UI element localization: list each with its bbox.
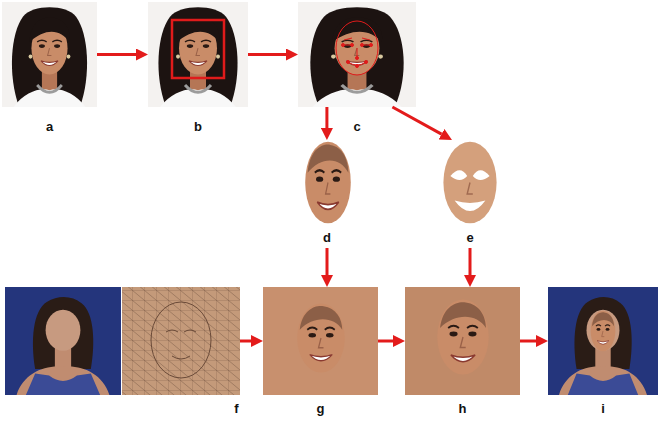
face-panel: e [440, 140, 500, 225]
avatar-render [5, 287, 121, 395]
panel-letter: e [466, 230, 473, 245]
wireframe-mesh [122, 287, 240, 395]
detection-box [172, 20, 224, 78]
portrait-photo [148, 2, 248, 107]
texture-panel: g [263, 287, 378, 395]
portrait-photo [298, 2, 416, 107]
flow-arrow [240, 340, 251, 343]
portrait-photo [2, 2, 97, 107]
avatar-panel: i [548, 287, 658, 395]
photo [2, 2, 416, 107]
panel-letter: h [459, 401, 467, 416]
avatar-panel: f [5, 287, 240, 395]
flow-arrow [325, 107, 328, 128]
mesh-features [166, 330, 196, 359]
photo-panel: a [2, 2, 97, 107]
texture-panel: h [405, 287, 520, 395]
mapped-face [591, 311, 616, 351]
panel-letter: d [323, 230, 331, 245]
face-panel: d [302, 140, 352, 225]
avatar-and-texture [5, 287, 240, 395]
flow-arrow [469, 248, 472, 275]
texture-map [122, 287, 240, 395]
panel-letter: b [194, 119, 202, 134]
face-on-texture [297, 303, 345, 372]
landmark-points [336, 21, 378, 75]
flow-arrow [392, 107, 441, 134]
avatar-render [548, 287, 658, 395]
avatar-face [591, 311, 616, 351]
mesh-face-outline [151, 302, 211, 378]
flow-arrow [378, 340, 393, 343]
panel-letter: g [317, 401, 325, 416]
face-mask [443, 142, 496, 224]
flow-arrow [248, 53, 286, 56]
panel-letter: f [234, 401, 238, 416]
panel-letter: a [46, 119, 53, 134]
photo-panel: b [148, 2, 248, 107]
photo-panel: c [298, 2, 416, 107]
texture-panel [263, 287, 378, 395]
face-cutout [305, 142, 351, 224]
flow-arrow [520, 340, 536, 343]
panel-letter: c [353, 119, 360, 134]
blended-face [437, 300, 488, 375]
flow-arrow [326, 248, 329, 275]
texture-panel [405, 287, 520, 395]
flow-arrow [97, 53, 136, 56]
panel-letter: i [601, 401, 605, 416]
